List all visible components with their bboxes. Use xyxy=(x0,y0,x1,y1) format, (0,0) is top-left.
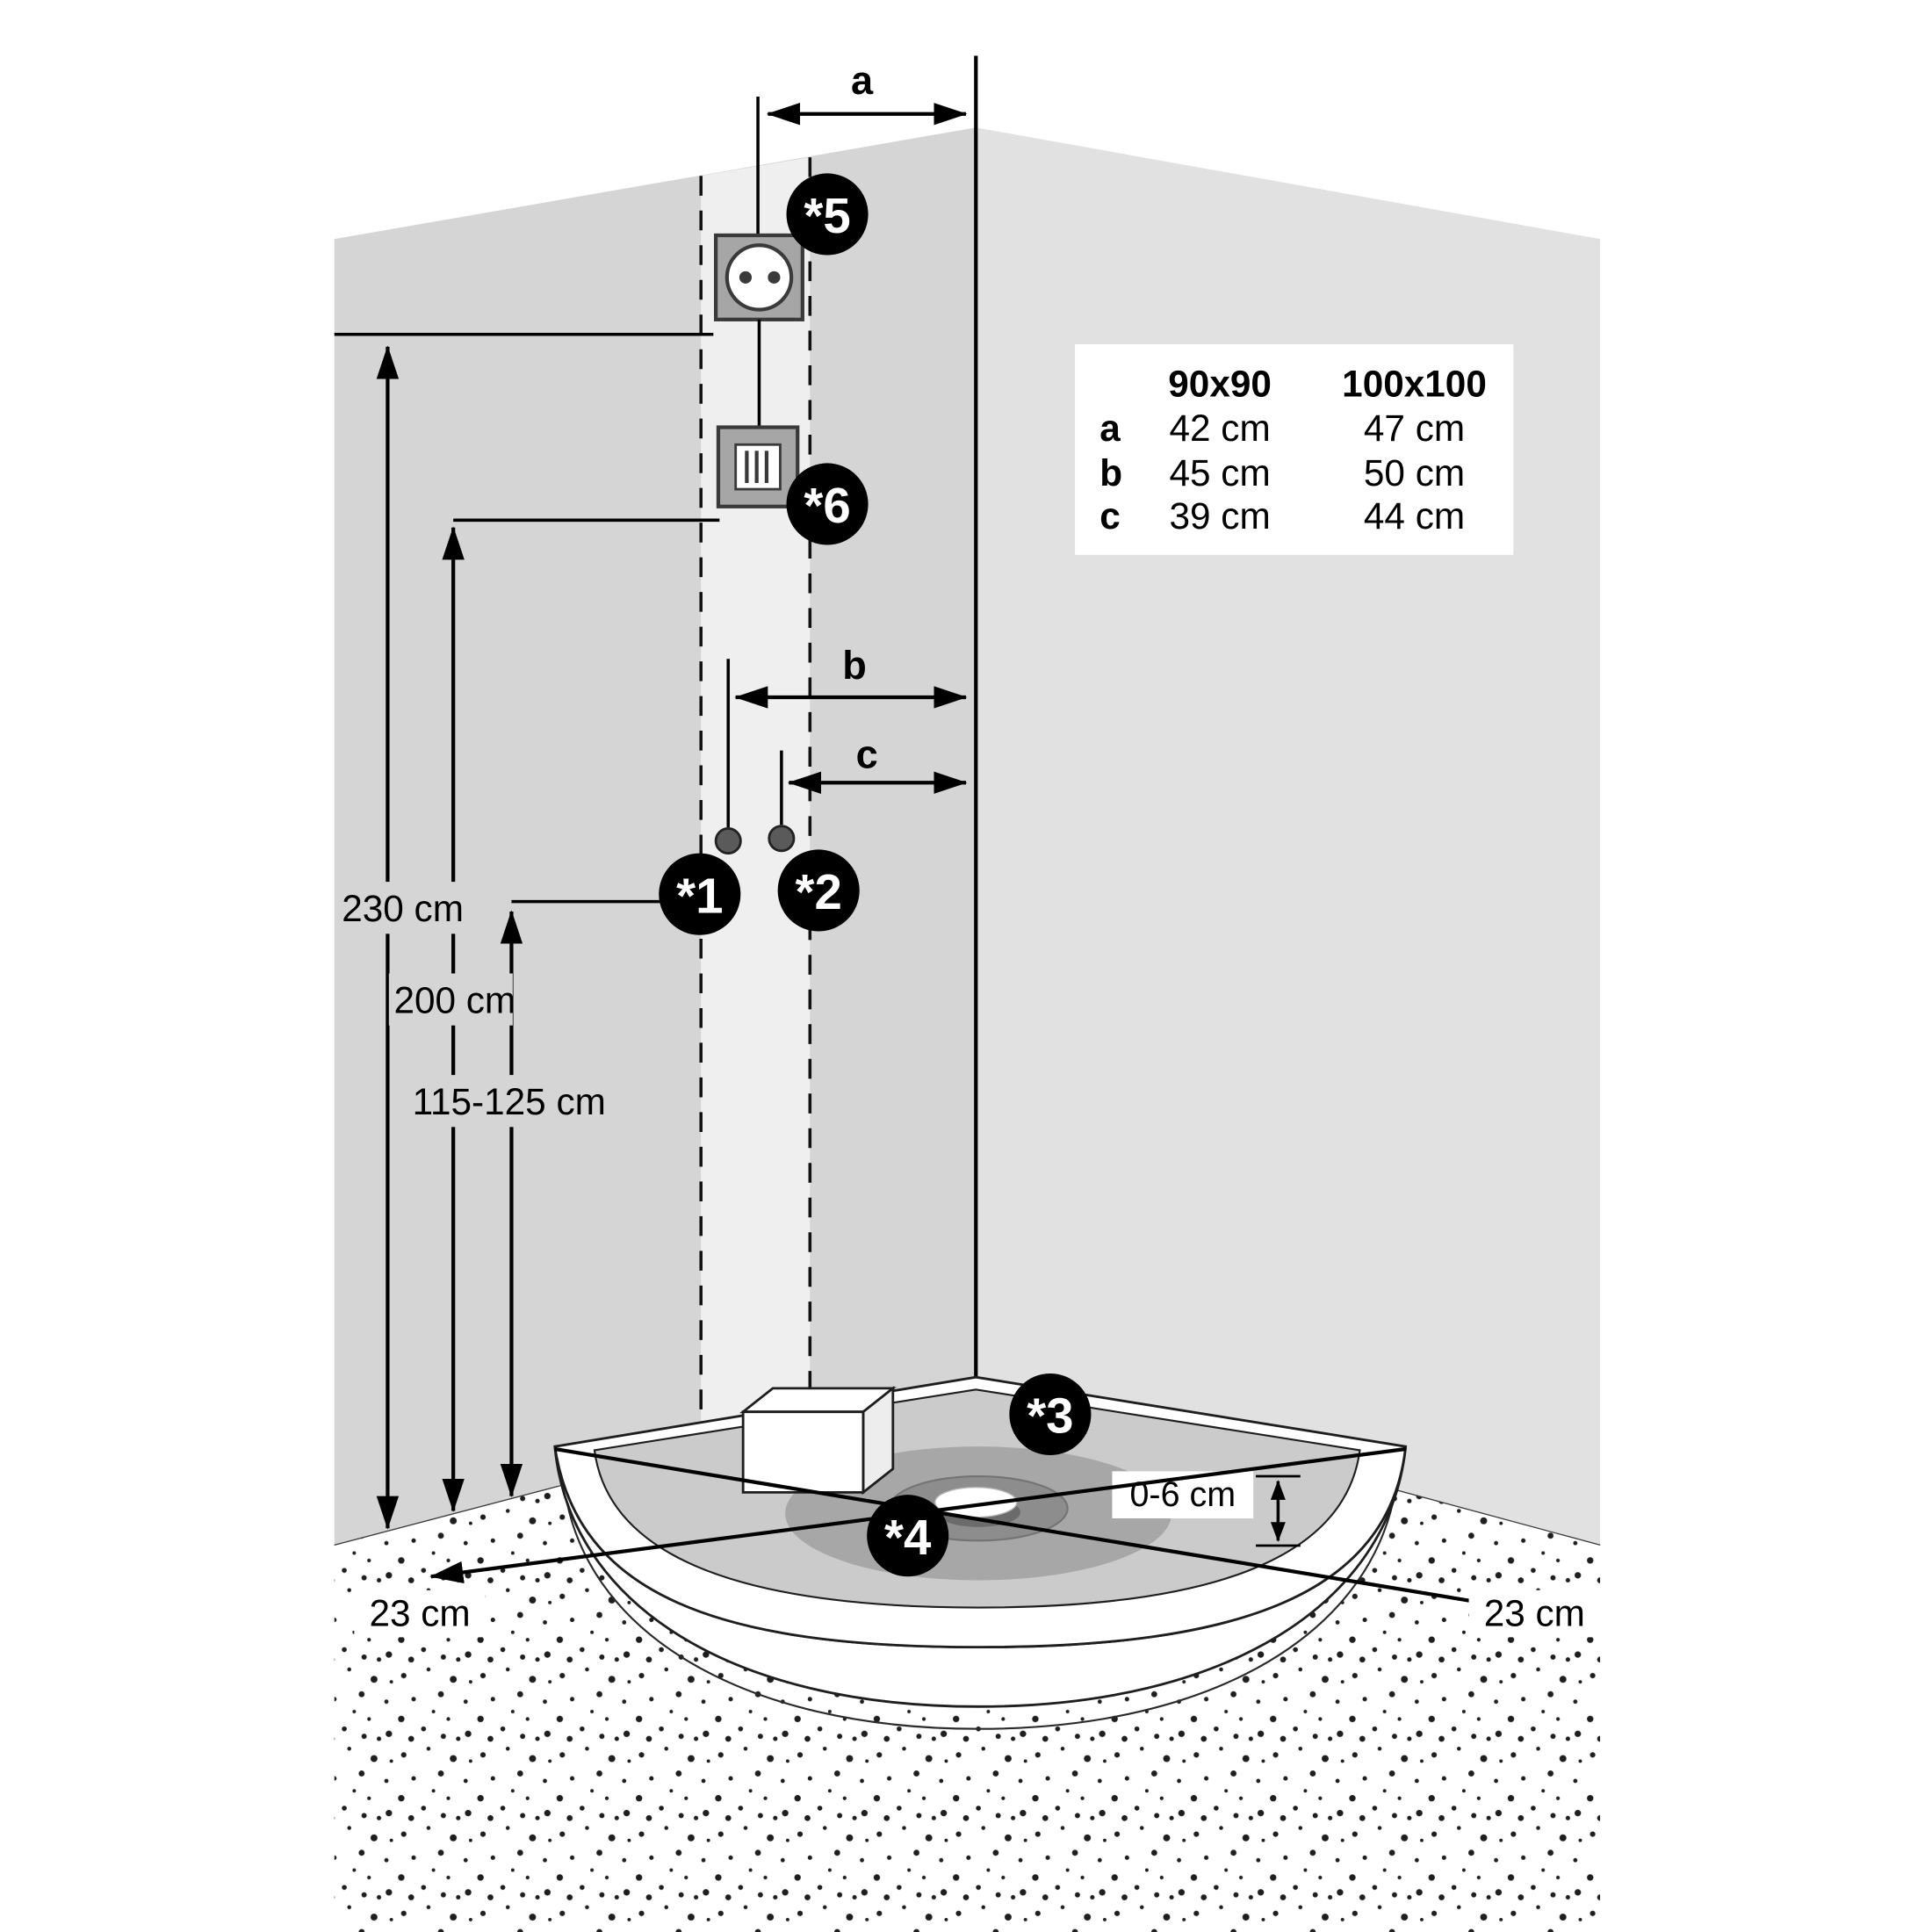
callout-5-circle xyxy=(786,173,869,256)
diagonal-line-right xyxy=(554,1446,1527,1616)
dimension-200cm-label: 200 cm xyxy=(393,980,515,1021)
room-walls xyxy=(334,55,1601,1547)
size-table-row-b-val-1: 45 cm xyxy=(1170,452,1271,494)
callout-6-label: *6 xyxy=(804,478,850,533)
callout-connection-2: *2 xyxy=(777,849,860,932)
label-bg-115 xyxy=(407,1075,638,1128)
size-table-row-a-val-1: 42 cm xyxy=(1170,407,1271,449)
callout-6-circle xyxy=(786,463,869,545)
callout-3-circle xyxy=(1009,1373,1092,1456)
tray-base-shadow-line xyxy=(562,1480,1398,1730)
dimension-c: c xyxy=(780,732,968,825)
size-table-row-c-val-2: 44 cm xyxy=(1364,495,1465,537)
junction-frame xyxy=(716,425,800,508)
dimension-a: a xyxy=(756,58,968,238)
socket-pin-left xyxy=(739,270,753,284)
power-socket-icon xyxy=(714,233,804,321)
equipment-box xyxy=(739,1385,897,1496)
callout-2-circle xyxy=(777,849,860,932)
size-table-col-100x100: 100x100 xyxy=(1342,363,1487,404)
callout-5-label: *5 xyxy=(804,188,850,243)
size-table-col-90x90: 90x90 xyxy=(1168,363,1272,404)
callout-drain: *4 xyxy=(867,1495,949,1577)
dimension-230cm-label: 230 cm xyxy=(342,888,464,929)
socket-face xyxy=(724,243,794,312)
left-wall xyxy=(334,127,977,1546)
equipment-box-front xyxy=(741,1410,865,1494)
dimension-23cm-right-label: 23 cm xyxy=(1484,1593,1585,1634)
size-table-row-b-val-2: 50 cm xyxy=(1364,452,1465,494)
size-table-row-b-key: b xyxy=(1099,452,1122,494)
size-table-bg xyxy=(1075,344,1514,555)
callout-4-label: *4 xyxy=(884,1510,932,1565)
dimension-0-6cm-label: 0-6 cm xyxy=(1129,1475,1236,1514)
dimension-b-label: b xyxy=(842,643,867,688)
dimension-b: b xyxy=(726,643,968,828)
label-bg-230 xyxy=(336,882,461,934)
water-connection-dot-1 xyxy=(714,827,742,855)
callout-tray: *3 xyxy=(1009,1373,1092,1456)
label-bg-23-left xyxy=(354,1590,486,1638)
dimension-23cm-left-label: 23 cm xyxy=(369,1593,470,1634)
callout-1-circle xyxy=(659,853,741,935)
callout-socket: *5 xyxy=(786,173,869,256)
size-table: 90x90 100x100 a 42 cm 47 cm b 45 cm 50 c… xyxy=(1075,344,1514,555)
dimension-c-label: c xyxy=(856,732,878,776)
callout-1-label: *1 xyxy=(676,868,723,923)
callout-connection-1: *1 xyxy=(659,853,741,935)
callout-3-label: *3 xyxy=(1027,1388,1073,1444)
socket-pin-right xyxy=(768,270,781,284)
size-table-row-a-key: a xyxy=(1099,407,1121,449)
size-table-row-c-val-1: 39 cm xyxy=(1170,495,1271,537)
callout-junction-box: *6 xyxy=(786,463,869,545)
right-wall xyxy=(976,127,1601,1546)
junction-box-icon xyxy=(716,425,800,508)
dimension-23cm-right: 23 cm xyxy=(554,1446,1601,1638)
label-bg-200 xyxy=(388,973,513,1026)
label-bg-23-right xyxy=(1468,1590,1601,1638)
dimension-230cm xyxy=(334,333,714,1530)
dimension-115-125cm-label: 115-125 cm xyxy=(413,1081,606,1122)
size-table-row-c-key: c xyxy=(1099,495,1121,537)
size-table-row-a-val-2: 47 cm xyxy=(1364,407,1465,449)
installation-strip xyxy=(701,157,811,1448)
water-connection-dot-2 xyxy=(768,825,796,853)
callout-2-label: *2 xyxy=(796,864,842,919)
callout-4-circle xyxy=(867,1495,949,1577)
dimension-a-label: a xyxy=(851,58,874,103)
